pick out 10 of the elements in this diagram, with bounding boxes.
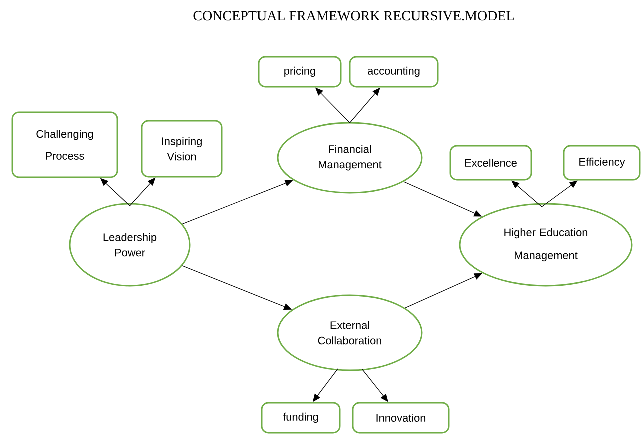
concept-box: Inspiring Vision xyxy=(141,120,223,178)
concept-box: Efficiency xyxy=(563,145,641,181)
concept-box: funding xyxy=(261,402,341,434)
concept-box: Challenging Process xyxy=(12,112,118,178)
concept-box: pricing xyxy=(258,56,342,88)
concept-box: accounting xyxy=(349,56,439,88)
concept-box: Excellence xyxy=(450,145,532,181)
concept-box: Innovation xyxy=(352,402,450,434)
title: CONCEPTUAL FRAMEWORK RECURSIVE.MODEL xyxy=(194,11,514,21)
arrow xyxy=(512,180,542,208)
